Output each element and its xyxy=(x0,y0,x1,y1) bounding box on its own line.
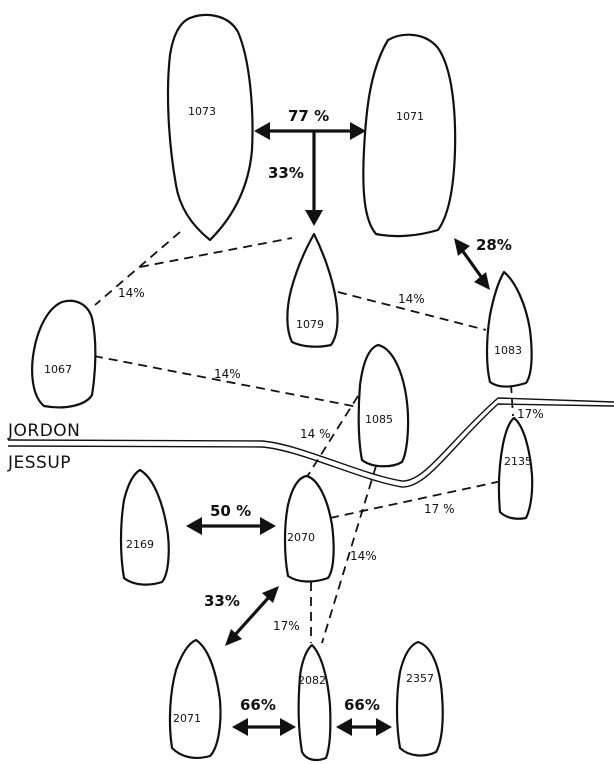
artifact-label: 2169 xyxy=(126,538,154,551)
artifact-2082: 2082 xyxy=(297,643,332,762)
link-1085-2070 xyxy=(304,395,359,481)
weak-links xyxy=(93,231,514,644)
artifact-label: 1083 xyxy=(494,344,522,357)
artifact-label: 1073 xyxy=(188,105,216,118)
link-label-1067-1085: 14% xyxy=(214,367,241,381)
arrow-label-2082-2357: 66% xyxy=(344,696,380,714)
arrow-label-1079: 33% xyxy=(268,164,304,182)
link-2070-2135 xyxy=(329,480,503,519)
link-label-1079-1083: 14% xyxy=(398,292,425,306)
arrow-label-1071-1083: 28% xyxy=(476,236,512,254)
artifact-label: 2357 xyxy=(406,672,434,685)
arrow-label-1073-1071: 77 % xyxy=(288,107,329,125)
arrow-2082-2357 xyxy=(336,718,392,736)
link-1079-1083 xyxy=(337,291,487,331)
artifact-label: 2082 xyxy=(298,674,326,687)
arrow-label-2169-2070: 50 % xyxy=(210,502,251,520)
artifact-2357: 2357 xyxy=(395,640,444,757)
link-label-1085-2070: 14 % xyxy=(300,427,331,441)
artifact-1085: 1085 xyxy=(357,343,410,468)
link-1085-2082 xyxy=(321,465,377,644)
link-label-2070-2135: 17 % xyxy=(424,502,455,516)
artifact-2070: 2070 xyxy=(283,474,335,583)
arrow-label-2071-2070: 33% xyxy=(204,592,240,610)
artifact-label: 1071 xyxy=(396,110,424,123)
artifact-1073: 1073 xyxy=(166,13,254,242)
arrow-1071-1083 xyxy=(454,238,490,290)
artifact-1083: 1083 xyxy=(485,270,533,388)
artifact-label: 2070 xyxy=(287,531,315,544)
arrow-2169-2070 xyxy=(186,517,276,535)
link-1073-1067 xyxy=(94,231,181,306)
artifact-2135: 2135 xyxy=(497,416,534,520)
link-1073-1067-branch xyxy=(139,237,293,268)
artifact-label: 2071 xyxy=(173,712,201,725)
artifact-label: 2135 xyxy=(504,455,532,468)
arrow-down-1079 xyxy=(305,131,323,226)
artifact-label: 1079 xyxy=(296,318,324,331)
region-label-north: JORDON xyxy=(7,421,80,441)
arrow-label-2071-2082: 66% xyxy=(240,696,276,714)
artifact-label: 1085 xyxy=(365,413,393,426)
link-1083-2135 xyxy=(510,383,514,417)
arrow-1073-1071 xyxy=(254,122,366,140)
link-label-2070-2082: 17% xyxy=(273,619,300,633)
link-1067-1085 xyxy=(93,355,359,408)
arrow-2071-2070 xyxy=(225,586,279,646)
artifact-2169: 2169 xyxy=(119,468,170,586)
link-label-1085-2082: 14% xyxy=(350,549,377,563)
arrow-2071-2082 xyxy=(232,718,296,736)
region-label-south: JESSUP xyxy=(7,453,71,473)
artifact-1071: 1071 xyxy=(362,33,457,238)
artifact-label: 1067 xyxy=(44,363,72,376)
artifact-1067: 1067 xyxy=(31,299,97,409)
artifact-2071: 2071 xyxy=(168,638,222,759)
link-label-1083-2135: 17% xyxy=(517,407,544,421)
link-label-1073-1067: 14% xyxy=(118,286,145,300)
artifact-1079: 1079 xyxy=(286,232,339,348)
region-border xyxy=(7,397,614,488)
